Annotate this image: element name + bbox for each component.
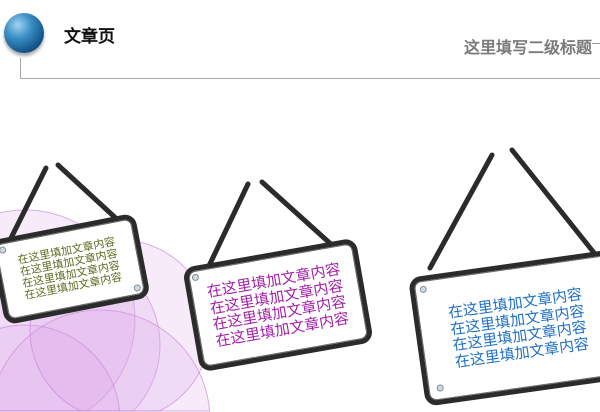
sign-string bbox=[205, 181, 251, 271]
pin-icon bbox=[436, 384, 445, 392]
divider bbox=[592, 43, 600, 44]
sign-string bbox=[259, 179, 336, 249]
pin-icon bbox=[133, 283, 142, 293]
divider bbox=[20, 78, 600, 79]
decor-circle bbox=[0, 324, 121, 412]
divider bbox=[20, 58, 21, 79]
sign-string bbox=[509, 147, 598, 257]
pin-icon bbox=[0, 245, 7, 255]
page-title: 文章页 bbox=[64, 27, 115, 47]
globe-icon bbox=[4, 13, 44, 53]
pin-icon bbox=[419, 285, 428, 294]
decor-circle bbox=[0, 309, 211, 412]
sign-string bbox=[427, 152, 495, 271]
pin-icon bbox=[191, 273, 200, 282]
page-subtitle: 这里填写二级标题 bbox=[463, 38, 592, 57]
sign-string bbox=[55, 162, 123, 225]
sign-string bbox=[7, 165, 49, 243]
